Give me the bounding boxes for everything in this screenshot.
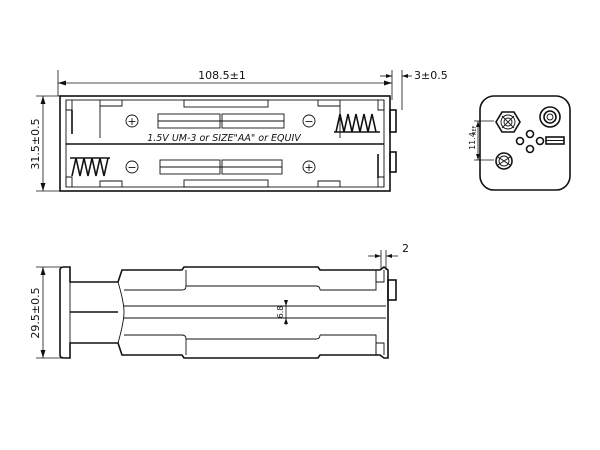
snap-terminal-negative-icon xyxy=(539,106,561,128)
side-height-label: 29.5±0.5 xyxy=(29,287,42,338)
minus-mark-upper: − xyxy=(302,114,316,128)
side-height-dimension: 29.5±0.5 xyxy=(29,266,62,359)
plus-mark-lower: + xyxy=(302,160,316,174)
svg-text:−: − xyxy=(127,161,136,174)
terminal-gap-tolerance: REF xyxy=(472,125,478,135)
contact-extension-label: 3±0.5 xyxy=(414,69,448,82)
terminal-gap-dimension: 11.4 REF xyxy=(468,120,494,161)
end-view: 11.4 REF xyxy=(468,95,571,191)
top-height-dimension: 31.5±0.5 xyxy=(29,95,62,192)
snap-terminal-positive-icon xyxy=(495,111,521,133)
inner-gap-dimension: 6.8 xyxy=(276,300,288,325)
contact-extension-dimension: 3±0.5 xyxy=(380,69,448,110)
length-dimension: 108.5±1 xyxy=(57,69,393,100)
tab-offset-dimension: 2 xyxy=(368,242,409,270)
length-dimension-label: 108.5±1 xyxy=(198,69,246,82)
svg-text:+: + xyxy=(304,161,313,174)
svg-text:+: + xyxy=(127,115,136,128)
lower-terminal-icon xyxy=(495,152,513,170)
side-view-profile xyxy=(59,266,389,359)
plus-mark-upper: + xyxy=(125,114,139,128)
terminal-gap-label: 11.4 xyxy=(468,132,477,150)
top-view: 108.5±1 3±0.5 31.5±0.5 xyxy=(29,69,448,192)
side-view: 2 29.5±0.5 6.8 xyxy=(29,242,409,359)
coil-spring-icon xyxy=(334,113,380,133)
svg-text:−: − xyxy=(304,115,313,128)
cell-label: 1.5V UM-3 or SIZE"AA" or EQUIV xyxy=(147,133,302,144)
end-view-body xyxy=(479,95,571,191)
tab-offset-label: 2 xyxy=(402,242,409,255)
top-height-label: 31.5±0.5 xyxy=(29,118,42,169)
inner-gap-label: 6.8 xyxy=(276,306,285,319)
top-view-body xyxy=(59,95,391,192)
minus-mark-lower: − xyxy=(125,160,139,174)
coil-spring-icon xyxy=(70,157,110,177)
